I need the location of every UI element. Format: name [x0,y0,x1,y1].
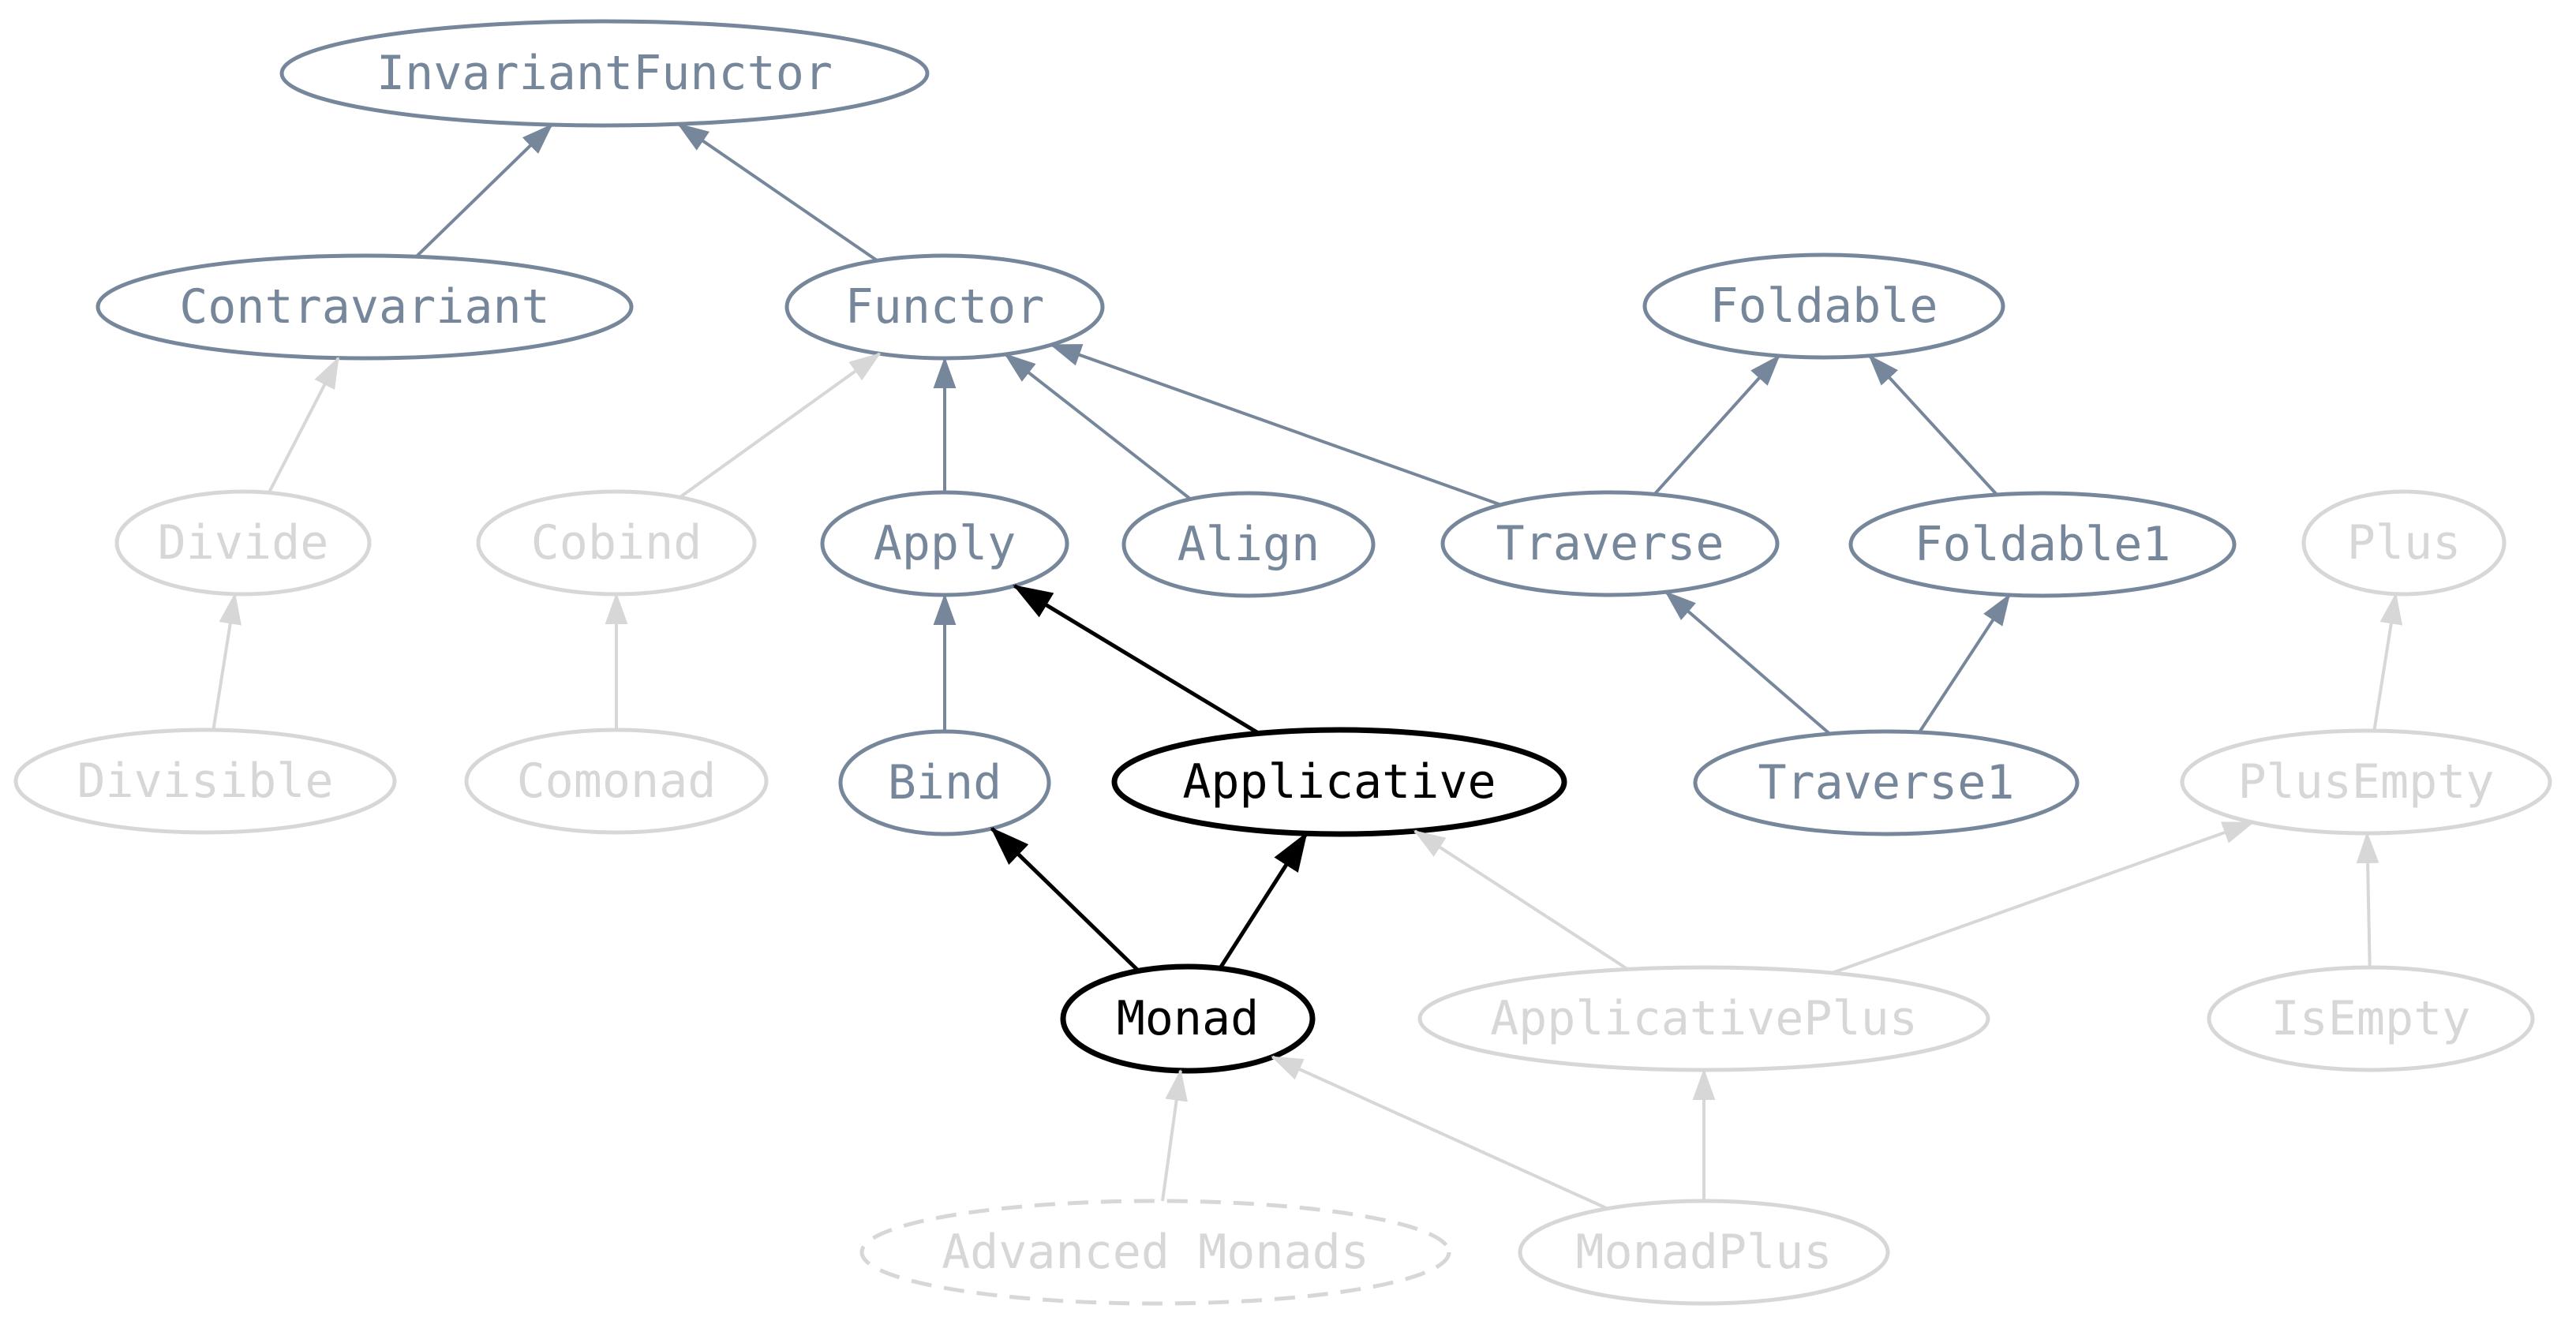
edge-contravariant-to-invariant-functor [415,123,553,258]
nodes-layer [13,19,2552,1306]
edge-traverse1-to-foldable1 [1918,593,2011,734]
node-label-is-empty: IsEmpty [2271,991,2471,1046]
node-label-advanced-monads: Advanced Monads [942,1225,1369,1280]
edge-cobind-to-functor [679,352,882,499]
node-label-align: Align [1178,517,1320,572]
node-label-plus-empty: PlusEmpty [2237,754,2494,810]
node-applicative[interactable] [1111,727,1567,837]
node-contravariant[interactable] [95,253,634,361]
node-label-apply: Apply [874,516,1017,571]
node-label-contravariant: Contravariant [179,279,550,335]
node-label-foldable1: Foldable1 [1914,517,2170,572]
edge-advanced-monads-to-monad [1161,1068,1188,1202]
edge-monad-to-bind [990,827,1140,973]
node-label-functor: Functor [845,279,1045,335]
edge-divide-to-contravariant [267,356,340,494]
node-monad[interactable] [1060,963,1316,1074]
node-label-foldable: Foldable [1710,279,1938,334]
node-plus[interactable] [2301,489,2507,597]
edge-monad-to-applicative [1218,832,1309,970]
node-label-comonad: Comonad [517,754,717,809]
edge-traverse-to-foldable [1653,354,1780,496]
edge-is-empty-to-plus-empty [2356,831,2379,968]
node-label-divide: Divide [158,515,329,570]
node-traverse1[interactable] [1693,729,2080,836]
edge-monad-plus-to-monad [1271,1055,1608,1210]
node-label-plus: Plus [2347,515,2462,570]
edge-traverse1-to-traverse [1664,590,1831,735]
edge-functor-to-invariant-functor [676,122,878,262]
edge-applicative-to-apply [1013,584,1260,735]
edges-layer [212,122,2403,1210]
node-label-bind: Bind [888,755,1002,810]
edge-align-to-functor [1004,353,1192,501]
node-is-empty[interactable] [2207,965,2535,1072]
node-align[interactable] [1121,491,1376,598]
node-label-applicative: Applicative [1182,754,1496,810]
node-advanced-monads[interactable] [859,1199,1451,1306]
node-label-invariant-functor: InvariantFunctor [376,46,833,101]
node-foldable1[interactable] [1848,491,2237,598]
edge-applicative-plus-to-applicative [1413,829,1629,971]
edge-plus-empty-to-plus [2372,592,2403,731]
edge-divisible-to-divide [212,592,242,731]
node-invariant-functor[interactable] [279,19,930,128]
node-label-traverse: Traverse [1496,516,1724,571]
edge-foldable1-to-foldable [1868,354,1998,496]
node-label-monad-plus: MonadPlus [1575,1225,1832,1280]
node-divide[interactable] [114,489,372,597]
node-label-applicative-plus: ApplicativePlus [1490,991,1918,1046]
node-label-traverse1: Traverse1 [1758,755,2014,810]
node-label-divisible: Divisible [77,754,333,809]
node-traverse[interactable] [1440,490,1780,597]
node-divisible[interactable] [13,728,397,835]
node-foldable[interactable] [1642,253,2005,360]
node-label-cobind: Cobind [531,515,702,570]
edge-traverse-to-functor [1049,343,1502,507]
edge-applicative-plus-to-plus-empty [1831,821,2255,974]
node-label-monad: Monad [1117,991,1260,1046]
